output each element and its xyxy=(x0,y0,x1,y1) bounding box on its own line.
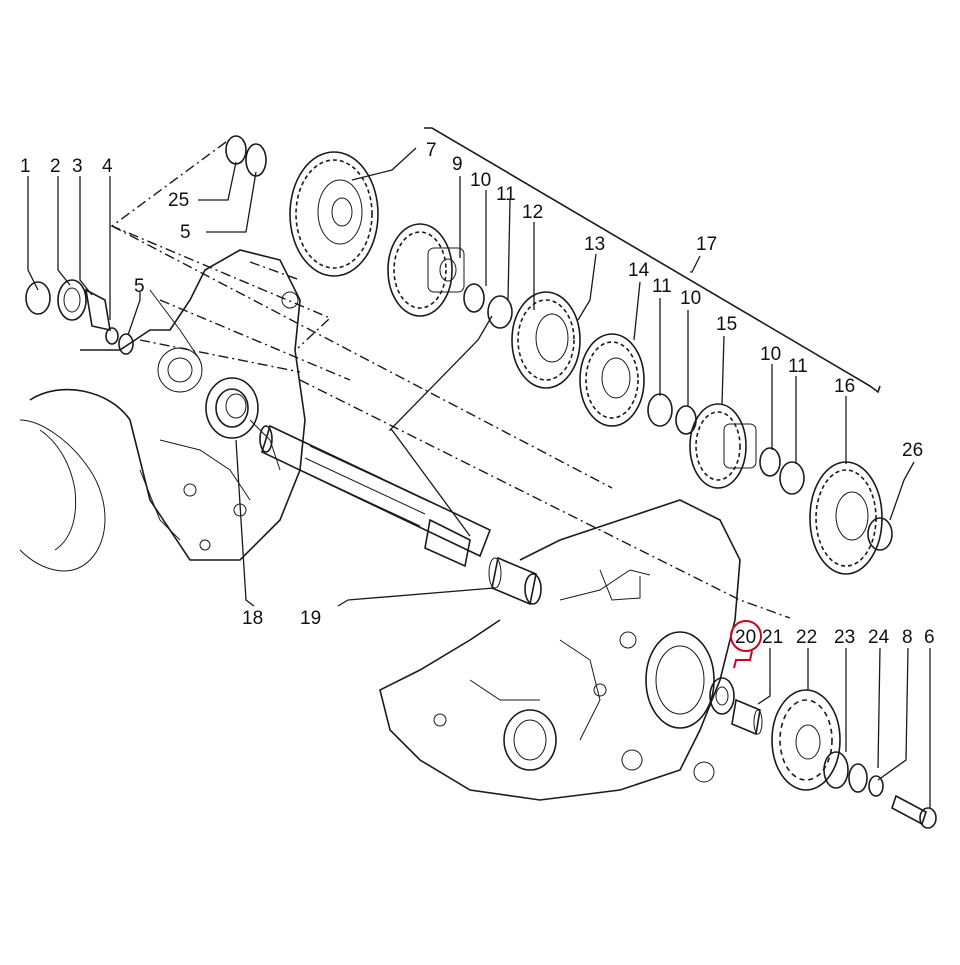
spacer-21 xyxy=(731,698,763,736)
callout-21: 21 xyxy=(762,627,783,648)
callout-16: 16 xyxy=(834,376,855,397)
callout-11-lower: 11 xyxy=(788,356,808,377)
callout-18: 18 xyxy=(242,608,263,629)
highlight-circle xyxy=(730,620,762,652)
gear-9 xyxy=(387,223,465,317)
callout-10-middle: 10 xyxy=(680,288,701,309)
callout-5-top: 5 xyxy=(180,222,191,243)
crankcase-left-half xyxy=(19,249,306,572)
callout-10-upper: 10 xyxy=(470,170,491,191)
needle-bearing-19 xyxy=(488,556,542,606)
main-shaft xyxy=(259,424,492,568)
group-17-bracket xyxy=(424,127,881,394)
highlight-leader xyxy=(733,650,753,669)
callout-11-middle: 11 xyxy=(652,276,672,297)
callout-3: 3 xyxy=(72,156,83,177)
gear-12 xyxy=(511,291,581,389)
circlips-top xyxy=(225,135,267,177)
gear-14 xyxy=(579,333,645,427)
callout-13: 13 xyxy=(584,234,605,255)
oil-seal-20 xyxy=(709,677,735,715)
washers-sprocket xyxy=(823,751,884,797)
gear-15 xyxy=(689,403,757,489)
left-shaft-small-parts xyxy=(25,279,134,355)
callout-12: 12 xyxy=(522,202,543,223)
callout-22: 22 xyxy=(796,627,817,648)
washer-26 xyxy=(867,517,893,551)
gear-16 xyxy=(809,461,883,575)
callout-7: 7 xyxy=(426,140,437,161)
assembly-boundary-lines xyxy=(110,141,791,619)
callout-4: 4 xyxy=(102,156,113,177)
callout-11-upper: 11 xyxy=(496,184,516,205)
callout-labels: 1 2 3 4 5 25 5 7 9 10 11 12 13 14 11 10 … xyxy=(20,140,935,648)
callout-1: 1 xyxy=(20,156,31,177)
callout-20: 20 xyxy=(735,627,756,648)
callout-23: 23 xyxy=(834,627,855,648)
leader-lines xyxy=(27,147,931,808)
callout-17: 17 xyxy=(696,234,717,255)
callout-8: 8 xyxy=(902,627,913,648)
callout-25: 25 xyxy=(168,190,189,211)
callout-15: 15 xyxy=(716,314,737,335)
callout-5-left: 5 xyxy=(134,276,145,297)
callout-19: 19 xyxy=(300,608,321,629)
callout-24: 24 xyxy=(868,627,890,648)
highlight-callout-20 xyxy=(730,620,762,669)
gear-7 xyxy=(289,151,379,277)
callout-10-lower: 10 xyxy=(760,344,781,365)
callout-2: 2 xyxy=(50,156,61,177)
crankcase-right-half xyxy=(379,499,741,801)
callout-14: 14 xyxy=(628,260,650,281)
washers-middle xyxy=(647,393,697,435)
washers-lower xyxy=(759,447,805,495)
washers-upper xyxy=(463,283,513,329)
callout-26: 26 xyxy=(902,440,923,461)
bearing-18 xyxy=(205,377,259,439)
bolt-6 xyxy=(891,794,937,829)
callout-9: 9 xyxy=(452,154,463,175)
callout-6: 6 xyxy=(924,627,935,648)
sprocket-22 xyxy=(771,689,841,791)
